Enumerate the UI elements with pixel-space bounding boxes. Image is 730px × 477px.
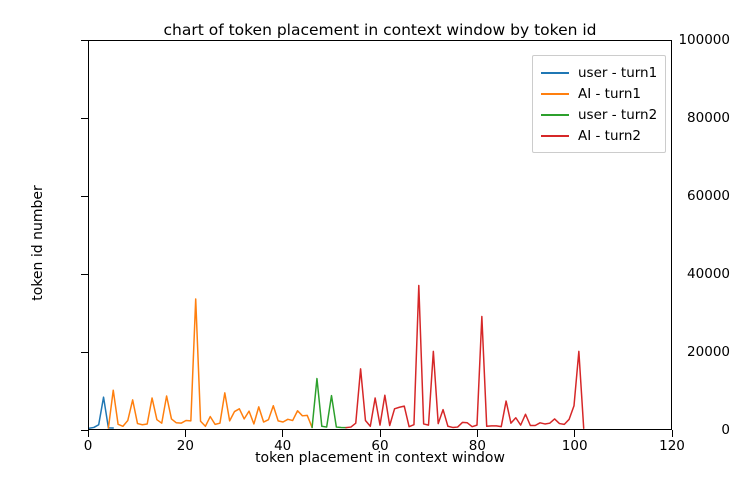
y-tick-mark	[81, 195, 88, 197]
x-tick-label: 60	[371, 438, 389, 454]
x-tick-label: 20	[176, 438, 194, 454]
y-tick-label: 20000	[687, 344, 730, 360]
y-tick-mark	[81, 117, 88, 119]
page-title: chart of token placement in context wind…	[163, 21, 597, 39]
y-tick-label: 100000	[678, 32, 730, 48]
chart-legend: user - turn1 AI - turn1 user - turn2 AI - t…	[532, 55, 666, 153]
x-tick-label: 120	[659, 438, 685, 454]
x-tick-mark	[87, 430, 89, 437]
x-tick-label: 40	[274, 438, 292, 454]
legend-item[interactable]: AI - turn1	[541, 83, 657, 104]
series-lines	[89, 284, 585, 429]
y-tick-label: 40000	[687, 266, 730, 282]
x-tick-mark	[282, 430, 284, 437]
y-tick-label: 60000	[687, 188, 730, 204]
legend-label: user - turn1	[578, 64, 658, 81]
series-line	[89, 396, 114, 429]
legend-color-swatch	[541, 134, 569, 137]
x-tick-mark	[671, 430, 673, 437]
x-tick-mark	[476, 430, 478, 437]
legend-label: user - turn2	[578, 106, 658, 123]
y-tick-mark	[81, 273, 88, 275]
legend-color-swatch	[541, 71, 569, 74]
x-tick-mark	[574, 430, 576, 437]
x-tick-mark	[184, 430, 186, 437]
legend-item[interactable]: user - turn1	[541, 62, 657, 83]
y-tick-mark	[81, 429, 88, 431]
series-line	[311, 377, 347, 429]
y-tick-label: 80000	[687, 110, 730, 126]
y-axis-label: token id number	[30, 185, 46, 301]
x-tick-label: 100	[561, 438, 588, 454]
series-line	[107, 298, 313, 429]
legend-item[interactable]: user - turn2	[541, 104, 657, 125]
legend-label: AI - turn1	[578, 85, 641, 102]
legend-label: AI - turn2	[578, 127, 641, 144]
y-tick-label: 0	[721, 422, 730, 438]
legend-color-swatch	[541, 113, 569, 116]
y-tick-mark	[81, 351, 88, 353]
x-tick-label: 0	[83, 438, 93, 454]
series-line	[345, 284, 585, 429]
legend-item[interactable]: AI - turn2	[541, 125, 657, 146]
legend-color-swatch	[541, 92, 569, 95]
x-tick-mark	[379, 430, 381, 437]
x-axis-label: token placement in context window	[255, 450, 505, 466]
x-tick-label: 80	[468, 438, 486, 454]
y-tick-mark	[81, 39, 88, 41]
